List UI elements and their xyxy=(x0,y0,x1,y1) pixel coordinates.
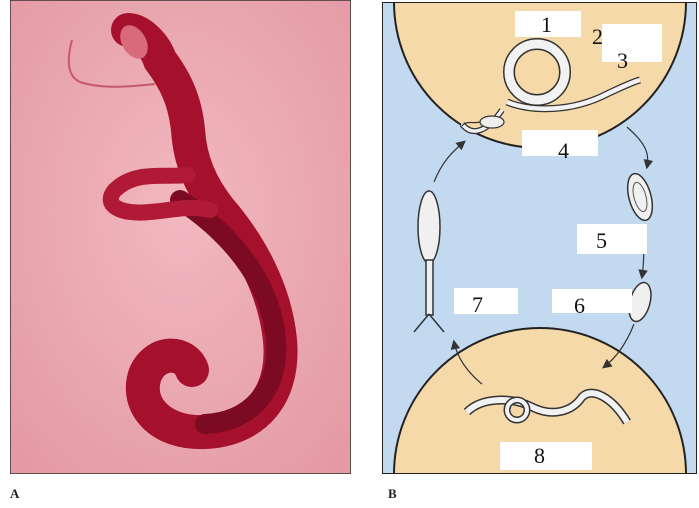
life-cycle-svg xyxy=(382,2,697,474)
life-cycle-diagram: 1 2 3 4 5 6 7 8 xyxy=(382,2,697,474)
panel-letter-a: A xyxy=(10,486,19,502)
label-2: 2 xyxy=(592,26,603,48)
worm-photograph xyxy=(10,0,351,474)
label-7: 7 xyxy=(472,294,483,316)
label-box-6 xyxy=(552,289,632,313)
label-4: 4 xyxy=(558,140,569,162)
label-3: 3 xyxy=(617,50,628,72)
label-8: 8 xyxy=(534,445,545,467)
label-box-2-3 xyxy=(602,24,662,62)
label-6: 6 xyxy=(574,295,585,317)
label-5: 5 xyxy=(596,230,607,252)
label-1: 1 xyxy=(541,14,552,36)
panel-letter-b: B xyxy=(388,486,397,502)
label-box-5 xyxy=(577,224,647,254)
label-box-7 xyxy=(454,288,518,314)
worm-photo-svg xyxy=(10,0,351,474)
label-box-8 xyxy=(500,442,592,470)
